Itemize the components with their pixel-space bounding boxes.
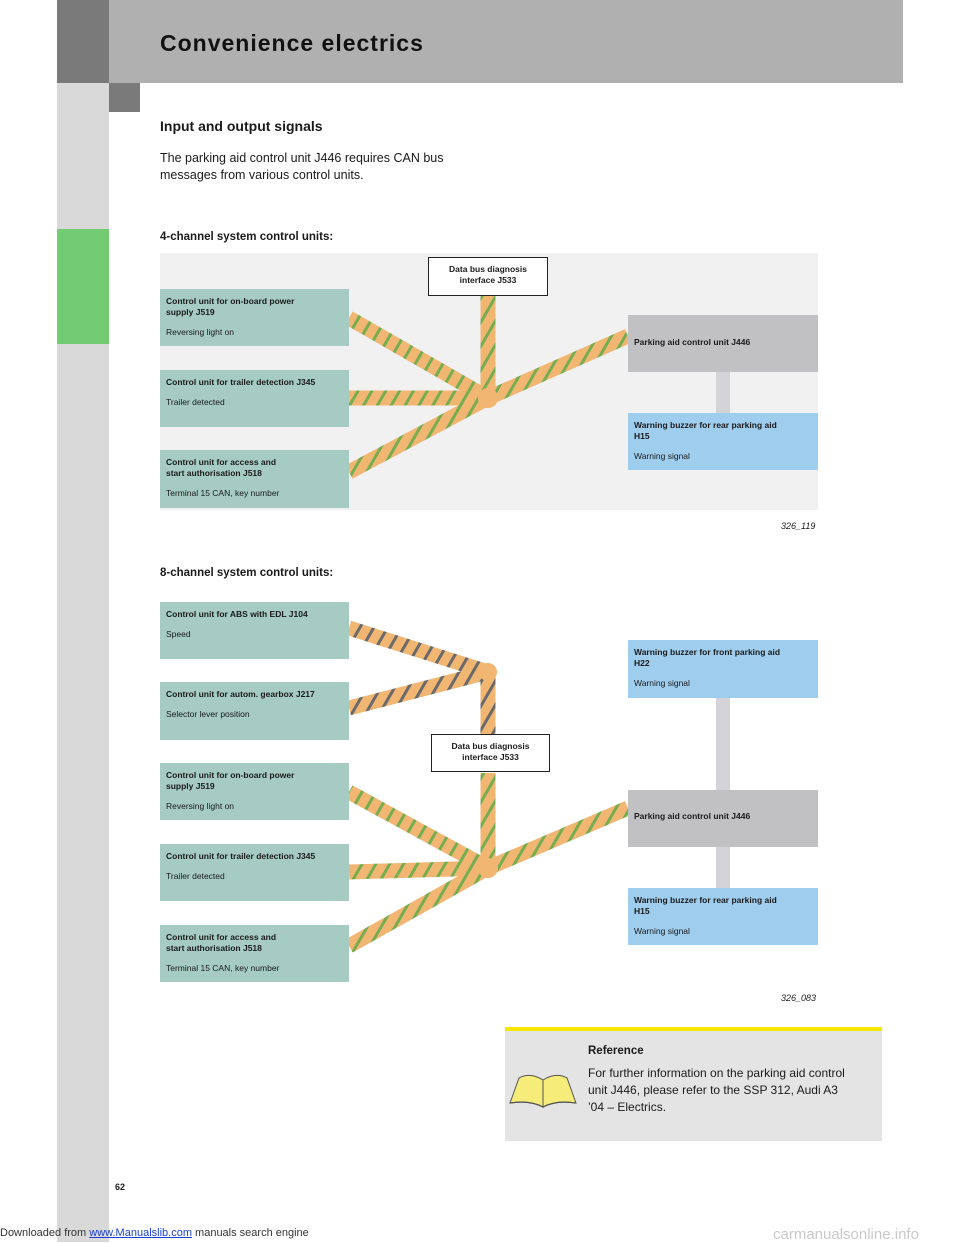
bus-line-j519 [345, 311, 492, 405]
connector-j446-h15 [716, 372, 730, 414]
input-box-j519: Control unit for on-board power supply J… [160, 289, 349, 346]
figure-number-326-083: 326_083 [781, 993, 817, 1003]
comfort-node [478, 858, 498, 878]
bus-line-j518 [345, 391, 492, 479]
page-title: Convenience electrics [160, 30, 424, 56]
watermark: carmanualsonline.info [773, 1226, 919, 1243]
front-buzzer-h22-box: Warning buzzer for front parking aid H22… [628, 640, 818, 698]
diagram2-subheading: 8-channel system control units: [160, 567, 334, 579]
reference-text: For further information on the parking a… [588, 1066, 845, 1114]
parking-aid-j446-box: Parking aid control unit J446 [628, 315, 818, 372]
parking-aid-j446-box: Parking aid control unit J446 [628, 790, 818, 847]
bus-line-j104 [346, 620, 491, 680]
input-box-j217: Control unit for autom. gearbox J217 Sel… [160, 682, 349, 740]
diagram1-subheading: 4-channel system control units: [160, 231, 334, 243]
bus-line-j217 [347, 664, 490, 716]
drivetrain-node [479, 663, 497, 681]
input-box-j345: Control unit for trailer detection J345 … [160, 370, 349, 427]
bus-line-j518 [345, 861, 492, 953]
input-box-j345: Control unit for trailer detection J345 … [160, 844, 349, 901]
input-box-j518: Control unit for access and start author… [160, 450, 349, 508]
input-box-j519: Control unit for on-board power supply J… [160, 763, 349, 820]
bus-line-j345 [348, 860, 489, 880]
bus-line-j446 [484, 329, 632, 405]
manualslib-link[interactable]: www.Manualslib.com [89, 1227, 192, 1239]
connector-h22-j446 [716, 698, 730, 790]
connector-j446-h15 [716, 846, 730, 888]
section-heading: Input and output signals [160, 118, 323, 134]
input-box-j518: Control unit for access and start author… [160, 925, 349, 982]
reference-title: Reference [588, 1045, 644, 1057]
header-dark-block [57, 0, 109, 83]
diag-interface-j533-box: Data bus diagnosis interface J533 [431, 734, 550, 772]
section-marker [57, 229, 109, 344]
header-band [57, 0, 903, 83]
bus-line-j446 [485, 801, 631, 875]
bus-line-j519 [345, 785, 492, 875]
input-box-j104: Control unit for ABS with EDL J104 Speed [160, 602, 349, 659]
footer-download-note: Downloaded from www.Manualslib.com manua… [0, 1227, 309, 1239]
diag-interface-j533-box: Data bus diagnosis interface J533 [428, 257, 548, 296]
page-number: 62 [115, 1182, 126, 1192]
diagram2-bus-lines [345, 620, 631, 953]
bus-node [478, 388, 498, 408]
diagram1-bus-lines [345, 295, 632, 479]
rear-buzzer-h15-box: Warning buzzer for rear parking aid H15 … [628, 413, 818, 470]
figure-number-326-119: 326_119 [781, 521, 816, 531]
rear-buzzer-h15-box: Warning buzzer for rear parking aid H15 … [628, 888, 818, 945]
intro-text: The parking aid control unit J446 requir… [160, 151, 444, 182]
header-corner-block [109, 83, 140, 112]
